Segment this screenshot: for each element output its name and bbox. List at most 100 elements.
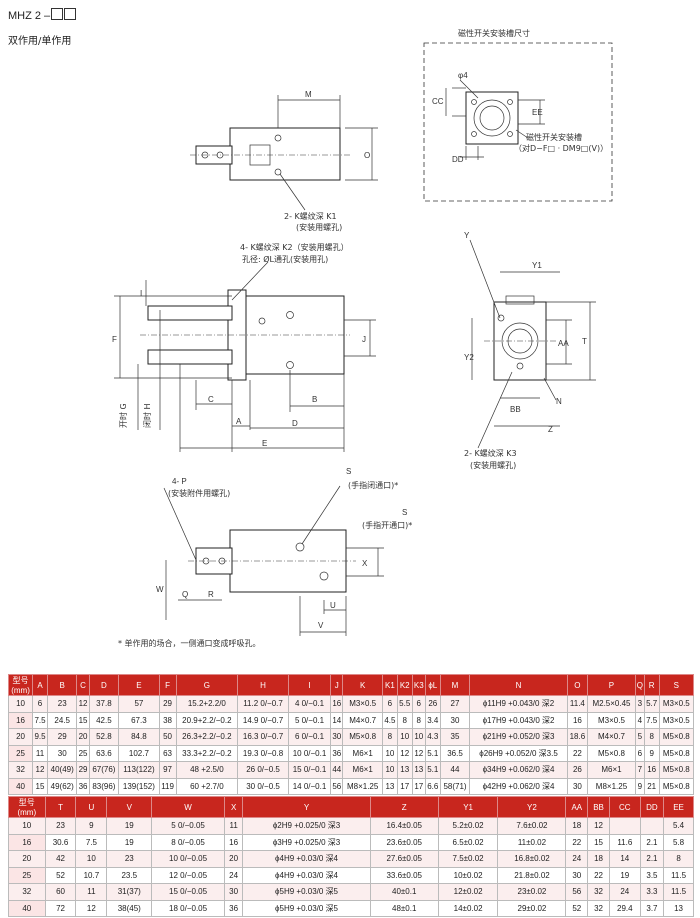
table-cell: 10 (75, 850, 108, 868)
dim-x: X (362, 559, 368, 568)
table-cell: 48 +2.5/0 (175, 761, 239, 779)
table-cell: M4×0.7 (342, 711, 383, 729)
table-cell: 72 (44, 899, 77, 917)
table-cell: 19 (106, 833, 153, 851)
table-cell: 7.6±0.02 (497, 817, 567, 835)
table-cell: M5×0.8 (658, 728, 695, 746)
dim-o: O (364, 151, 370, 160)
table-cell: 5.7 (643, 695, 660, 713)
slot-spec: （对D−F□ · DM9□(V)） (514, 143, 608, 153)
column-header: R (643, 674, 660, 696)
dim-bb: BB (510, 405, 521, 414)
column-header: C (76, 674, 90, 696)
table-cell: M5×0.8 (658, 744, 695, 762)
side-view-drawing: F I J 开时 G 闭时 H C A B D E 4- K螺纹深 K2（安装用… (112, 242, 376, 452)
table-cell: 27 (439, 695, 471, 713)
table-cell: 5.5 (396, 695, 413, 713)
table-cell: 18 (565, 817, 589, 835)
table-cell: 3 (634, 695, 645, 713)
table-cell: 24 (223, 866, 244, 884)
top-view-drawing: M O 2- K螺纹深 K1 (安装用螺孔) (190, 90, 378, 232)
table-cell: 31(37) (106, 883, 153, 901)
table-cell: 8 (643, 728, 660, 746)
table-cell: 38(45) (106, 899, 153, 917)
table-cell: ϕ34H9 +0.062/0 深4 (469, 761, 568, 779)
table-cell: 5.1 (424, 761, 441, 779)
table-cell (639, 817, 665, 835)
table-cell: 32 (7, 761, 34, 779)
table-cell: 139(152) (118, 777, 160, 795)
column-header: H (237, 674, 289, 696)
table-cell: 5 (634, 728, 645, 746)
table-cell: M6×1 (587, 761, 636, 779)
table-cell: 113(122) (118, 761, 160, 779)
table-cell: 7.5 (643, 711, 660, 729)
table-cell: 38 (158, 711, 177, 729)
dim-u: U (330, 601, 336, 610)
table-cell: 6.6 (424, 777, 441, 795)
callout-s-open: (手指开通口)* (362, 520, 412, 530)
dim-z: Z (548, 425, 553, 434)
table-cell: 11.5 (663, 866, 694, 884)
table-cell: 37.8 (88, 695, 120, 713)
table-cell: 12±0.02 (437, 883, 499, 901)
table-cell: 11.6 (608, 833, 641, 851)
dim-cc: CC (432, 97, 444, 106)
table-cell: 29±0.02 (497, 899, 567, 917)
table-cell: 10 (396, 728, 413, 746)
column-header: O (566, 674, 589, 696)
table-cell: 63 (158, 744, 177, 762)
bottom-view-drawing: 4- P (安装附件用螺孔) S (手指闭通口)* S (手指开通口)* X W… (156, 467, 412, 636)
table-cell: 67.3 (118, 711, 160, 729)
table-cell: 2.1 (639, 833, 665, 851)
model-prefix: MHZ 2 – (8, 10, 51, 22)
table-cell: 7.5±0.02 (437, 850, 499, 868)
table-cell: 20 (223, 850, 244, 868)
single-action-note: * 单作用的场合，一侧通口变成呼吸孔。 (118, 639, 261, 648)
table-cell: 16 (223, 833, 244, 851)
table-cell: 24.5 (46, 711, 78, 729)
table-cell: 67(76) (88, 761, 120, 779)
table-cell: 11.5 (663, 883, 694, 901)
table-cell: 3.5 (639, 866, 665, 884)
table-cell: 13 (381, 777, 398, 795)
table-cell: ϕ2H9 +0.025/0 深3 (242, 817, 371, 835)
column-header: 型号(mm) (8, 796, 46, 818)
table-cell: 24 (565, 850, 589, 868)
table-cell: 6 (634, 744, 645, 762)
dim-m: M (305, 90, 312, 99)
code-box-1 (51, 8, 64, 20)
table-cell: 4 0/−0.1 (287, 695, 332, 713)
table-cell: 16.3 0/−0.7 (237, 728, 289, 746)
table-cell: ϕ5H9 +0.03/0 深5 (242, 883, 371, 901)
table-cell: 20 (7, 728, 34, 746)
table-cell: 12 (411, 744, 426, 762)
table-cell: 12 0/−0.05 (151, 866, 225, 884)
table-cell: 5.8 (663, 833, 694, 851)
table-cell (608, 817, 641, 835)
table-cell: 18 0/−0.05 (151, 899, 225, 917)
dim-w: W (156, 585, 164, 594)
table-cell: M5×0.8 (658, 761, 695, 779)
dim-ee: EE (532, 108, 543, 117)
table-cell: 57 (118, 695, 160, 713)
dim-y: Y (464, 231, 470, 240)
table-cell: 52 (565, 899, 589, 917)
table-cell: 25 (7, 744, 34, 762)
table-cell: 14 (608, 850, 641, 868)
table-cell: 12 (587, 817, 610, 835)
table-cell: 84.8 (118, 728, 160, 746)
table-cell: 30 (565, 866, 589, 884)
end-view-drawing: Y Y1 Y2 AA T BB N Z 2- K螺纹深 K3 (安装用螺孔) (464, 231, 596, 470)
table-cell: 7.5 (75, 833, 108, 851)
dim-f: F (112, 335, 117, 344)
table-cell: 23.6±0.05 (369, 833, 439, 851)
column-header: AA (565, 796, 589, 818)
callout-p-sub: (安装附件用螺孔) (168, 488, 230, 498)
column-header: G (175, 674, 239, 696)
